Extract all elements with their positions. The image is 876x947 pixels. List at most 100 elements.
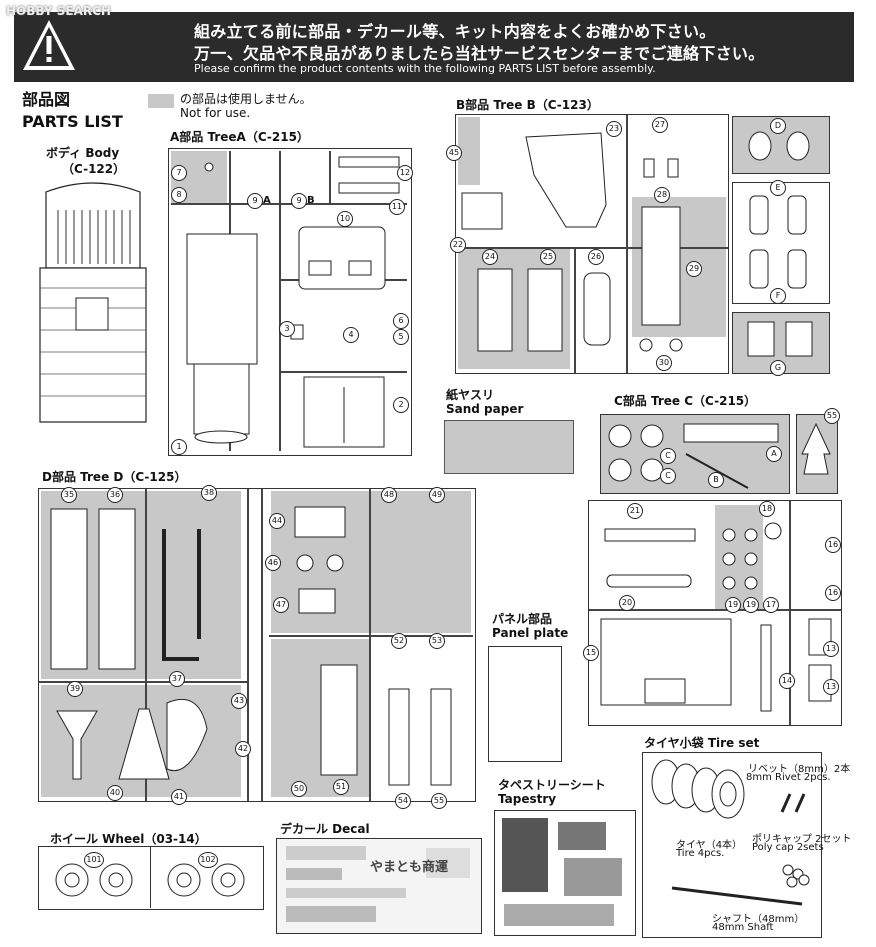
part-number: F (770, 288, 786, 304)
tapestry-graphics (502, 818, 622, 926)
part-number: 4 (343, 327, 359, 343)
part-sub: A (263, 195, 271, 206)
tree-c-55-part (801, 422, 831, 475)
panel-jp: パネル部品 (492, 612, 553, 626)
body-code: （C-122） (62, 162, 126, 176)
poly-en: Poly cap 2sets (752, 842, 824, 853)
part-number: 53 (429, 633, 445, 649)
part-number: 37 (169, 671, 185, 687)
part-number: 43 (231, 693, 247, 709)
tire-title: タイヤ小袋 Tire set (644, 736, 760, 750)
tree-a-label: A部品 TreeA（C-215） (170, 130, 309, 144)
part-number: 29 (686, 261, 702, 277)
tree-b-d-parts (748, 131, 810, 161)
part-number: 30 (656, 355, 672, 371)
part-number: 41 (171, 789, 187, 805)
part-number: 50 (291, 781, 307, 797)
tree-d: 35 36 38 48 49 44 46 47 37 39 43 42 40 4… (38, 485, 476, 809)
warning-icon (23, 20, 75, 70)
part-number: 39 (67, 681, 83, 697)
sandpaper-sheet (444, 420, 574, 474)
tree-c-label: C部品 Tree C（C-215） (614, 394, 757, 408)
part-number: 16 (825, 585, 841, 601)
tree-b-unused-45 (458, 117, 480, 185)
part-number: E (770, 180, 786, 196)
shaft-en: 48mm Shaft (712, 922, 774, 933)
part-number: 9 (291, 193, 307, 209)
part-number: 18 (759, 501, 775, 517)
tree-a-parts (186, 156, 400, 448)
part-number: 3 (279, 321, 295, 337)
part-number: 55 (431, 793, 447, 809)
tree-b: 45 23 27 28 22 24 25 26 29 30 (446, 114, 729, 374)
sandpaper-jp: 紙ヤスリ (446, 388, 495, 402)
part-number: 10 (337, 211, 353, 227)
part-number: 19 (743, 597, 759, 613)
part-number: 21 (627, 503, 643, 519)
tree-c: 21 18 16 16 20 19 19 17 15 13 13 14 (583, 500, 842, 726)
part-number: 7 (171, 165, 187, 181)
part-number: 15 (583, 645, 599, 661)
body-label: ボディ Body (46, 146, 120, 160)
notice-line-2: 万一、欠品や不良品がありましたら当社サービスセンターまでご連絡下さい。 (194, 44, 765, 63)
part-number: B (708, 472, 724, 488)
panel-plate (488, 646, 562, 762)
header-banner: 組み立てる前に部品・デカール等、キット内容をよくお確かめ下さい。 万一、欠品や不… (14, 12, 854, 82)
tree-b-g-parts (747, 321, 813, 357)
part-number: 5 (393, 329, 409, 345)
legend-jp: の部品は使用しません。 (180, 92, 312, 106)
part-number: 11 (389, 199, 405, 215)
title-en: PARTS LIST (22, 112, 123, 131)
part-number: 52 (391, 633, 407, 649)
decal-label: デカール Decal (280, 822, 370, 836)
part-number: D (770, 118, 786, 134)
part-number: 46 (265, 555, 281, 571)
shaft-jp: シャフト（48mm） (712, 914, 805, 925)
part-number: 20 (619, 595, 635, 611)
part-number: C (660, 448, 676, 464)
part-sub: B (307, 195, 315, 206)
tire-set-box (642, 752, 822, 938)
part-number: 13 (823, 679, 839, 695)
legend-en: Not for use. (180, 106, 251, 120)
part-number: 2 (393, 397, 409, 413)
legend-swatch (148, 94, 174, 108)
tapestry-jp: タペストリーシート (498, 778, 606, 792)
part-number: 47 (273, 597, 289, 613)
notice-line-3: Please confirm the product contents with… (194, 62, 656, 75)
title-jp: 部品図 (22, 90, 71, 109)
part-number: 14 (779, 673, 795, 689)
part-number: 54 (395, 793, 411, 809)
part-number: 28 (654, 187, 670, 203)
tire-set-parts (651, 759, 810, 906)
tapestry-sheet (494, 810, 636, 936)
rivet-jp: リベット（8mm）2本 (748, 764, 851, 775)
tree-a: 7 8 9 A 9 B 12 11 10 1 2 3 4 5 6 (168, 148, 413, 456)
part-number: G (770, 360, 786, 376)
part-number: 19 (725, 597, 741, 613)
decal-text: やまとも商運 (370, 860, 449, 875)
body-drawing (39, 182, 147, 423)
notice-line-1: 組み立てる前に部品・デカール等、キット内容をよくお確かめ下さい。 (194, 22, 716, 41)
tree-b-label: B部品 Tree B（C-123） (456, 98, 599, 112)
part-number: 44 (269, 513, 285, 529)
decal-graphics (286, 846, 470, 922)
wheel-label: ホイール Wheel（03-14） (50, 832, 207, 846)
part-number: 42 (235, 741, 251, 757)
watermark: HOBBY SEARCH (6, 4, 111, 18)
part-number: 25 (540, 249, 556, 265)
wheel-divider (150, 846, 151, 908)
part-number: 23 (606, 121, 622, 137)
part-number: 45 (446, 145, 462, 161)
rivet-en: 8mm Rivet 2pcs. (746, 772, 831, 783)
part-number: 26 (588, 249, 604, 265)
part-number: 40 (107, 785, 123, 801)
part-number: 101 (84, 852, 104, 868)
tree-c-parts (600, 522, 832, 712)
part-number: 35 (61, 487, 77, 503)
wheel-parts (55, 863, 245, 897)
tree-d-label: D部品 Tree D（C-125） (42, 470, 187, 484)
part-number: 6 (393, 313, 409, 329)
part-number: 17 (763, 597, 779, 613)
tree-b-ef-parts (749, 195, 807, 289)
